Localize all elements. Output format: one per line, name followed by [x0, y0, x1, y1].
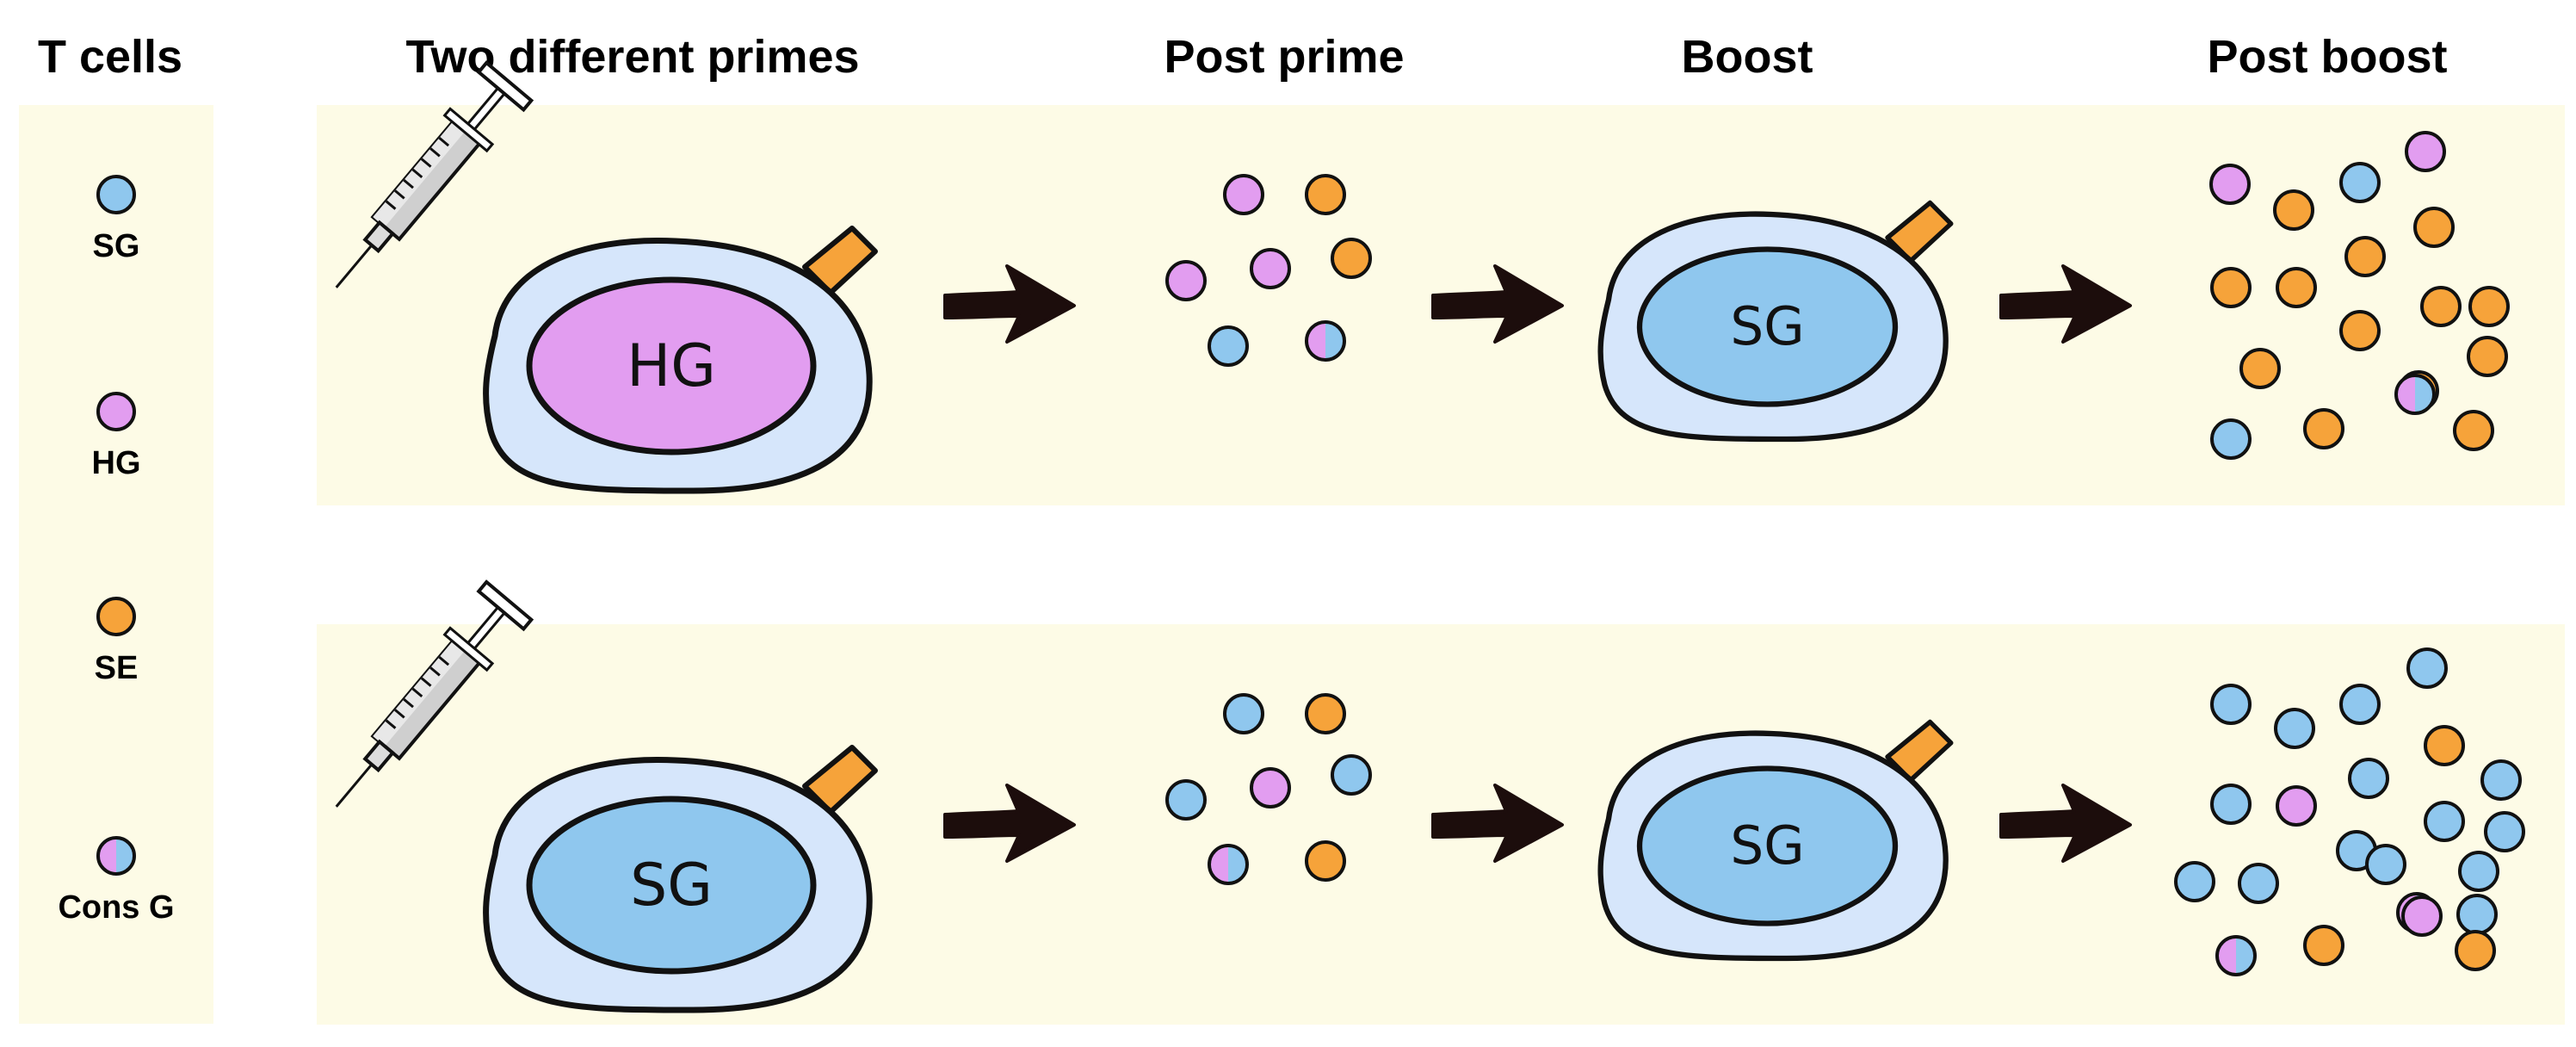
legend-cell-sg-icon — [96, 175, 136, 214]
post-boost-2-cell-sg — [2406, 647, 2448, 689]
post-boost-2-cell-hg — [2276, 785, 2317, 827]
post-boost-2-cell-se — [2303, 925, 2344, 966]
post-prime-2-cell-sg — [1331, 754, 1372, 796]
post-boost-1-cell-se — [2468, 286, 2510, 327]
legend-label-hg: HG — [92, 445, 141, 481]
header-two-different-primes: Two different primes — [405, 31, 859, 83]
post-boost-2-cell-cons-g — [2215, 935, 2257, 976]
row-hg-prime: HG SG — [335, 60, 2510, 494]
post-prime-1-cell-cons-g — [1305, 320, 1346, 362]
post-boost-2-cell-sg — [2480, 759, 2522, 801]
header-t-cells: T cells — [38, 31, 182, 83]
post-boost-1-cell-hg — [2209, 164, 2251, 205]
post-boost-1-cell-se — [2276, 267, 2317, 308]
post-prime-1-cell-hg — [1223, 174, 1264, 215]
syringe-icon — [335, 579, 534, 808]
t-cell-legend: SG HG SE Cons G — [58, 175, 175, 926]
arrow-1-a — [943, 264, 1076, 344]
post-prime-2-cell-sg — [1165, 779, 1207, 821]
legend-label-sg: SG — [93, 228, 140, 264]
post-boost-1-cell-se — [2339, 310, 2381, 351]
post-boost-1-cell-se — [2239, 348, 2281, 389]
post-boost-2-cell-sg — [2348, 758, 2389, 799]
boost-1-cell: SG — [1597, 200, 1954, 443]
boost-1-nucleus-label: SG — [1730, 296, 1804, 357]
row-sg-prime: SG SG — [335, 579, 2525, 1013]
post-boost-1-cell-hg — [2405, 131, 2446, 172]
post-boost-1-cell-se — [2273, 189, 2314, 231]
legend-label-cons-g: Cons G — [58, 889, 174, 926]
header-boost: Boost — [1682, 31, 1813, 83]
post-boost-2-cell-sg — [2456, 894, 2498, 935]
arrow-2-b — [1431, 784, 1564, 863]
header-post-boost: Post boost — [2208, 31, 2448, 83]
post-boost-2-cell-sg — [2174, 861, 2215, 902]
post-prime-1-cell-hg — [1250, 248, 1291, 289]
post-prime-2-cell-se — [1305, 693, 1346, 734]
post-boost-1-cell-cons-g — [2394, 374, 2436, 415]
arrow-1-c — [1999, 264, 2132, 344]
prime-1-nucleus-label: HG — [627, 332, 716, 400]
post-boost-1-cell-se — [2467, 336, 2508, 377]
legend-cell-cons-g-icon — [96, 836, 136, 876]
post-boost-1-cell-se — [2344, 236, 2386, 277]
post-boost-2-cell-hg — [2401, 895, 2443, 937]
post-boost-2-cell-sg — [2274, 708, 2315, 749]
post-boost-2-cell-sg — [2484, 811, 2525, 852]
legend-cell-se-icon — [96, 597, 136, 636]
arrow-2-c — [1999, 784, 2132, 863]
post-boost-2-cell-sg — [2339, 684, 2381, 725]
post-boost-2-cell-sg — [2210, 684, 2252, 725]
prime-2-nucleus — [526, 796, 817, 975]
post-boost-2-cell-sg — [2365, 844, 2406, 885]
post-boost-1-cell-se — [2210, 267, 2252, 308]
legend-cell-hg-icon — [96, 392, 136, 431]
boost-2-nucleus — [1636, 765, 1899, 926]
post-boost-2-cell-sg — [2238, 863, 2279, 904]
post-boost-1-cell-se — [2453, 410, 2494, 451]
arrow-1-b — [1431, 264, 1564, 344]
post-prime-1-cell-hg — [1165, 260, 1207, 301]
post-prime-1-cell-se — [1331, 238, 1372, 279]
post-boost-1-cell-se — [2420, 286, 2462, 327]
syringe-icon — [335, 60, 534, 288]
legend-label-se: SE — [95, 650, 139, 686]
post-prime-1-cell-se — [1305, 174, 1346, 215]
arrow-2-a — [943, 784, 1076, 863]
boost-1-nucleus — [1636, 246, 1899, 407]
prime-1-nucleus — [526, 276, 817, 455]
post-boost-1-cell-sg — [2210, 418, 2252, 460]
prime-1-cell: HG — [483, 226, 878, 494]
post-boost-1-cell-se — [2303, 408, 2344, 449]
post-boost-1-cell-se — [2413, 207, 2455, 248]
post-prime-2-cell-cons-g — [1208, 844, 1249, 885]
boost-2-nucleus-label: SG — [1730, 815, 1804, 877]
header-post-prime: Post prime — [1164, 31, 1404, 83]
post-prime-2-cell-se — [1305, 840, 1346, 882]
post-boost-2-cell-sg — [2424, 801, 2465, 842]
post-prime-2-cell-sg — [1223, 693, 1264, 734]
post-prime-1-cell-sg — [1208, 325, 1249, 367]
post-boost-1-cell-sg — [2339, 162, 2381, 203]
post-boost-2-cell-sg — [2210, 784, 2252, 825]
post-boost-2-cell-sg — [2458, 851, 2499, 892]
post-boost-2-cell-se — [2455, 930, 2496, 971]
post-prime-2-cell-hg — [1250, 767, 1291, 808]
post-boost-2-cell-se — [2424, 725, 2465, 766]
prime-2-nucleus-label: SG — [630, 852, 713, 920]
prime-2-cell: SG — [483, 745, 878, 1013]
boost-2-cell: SG — [1597, 719, 1954, 962]
